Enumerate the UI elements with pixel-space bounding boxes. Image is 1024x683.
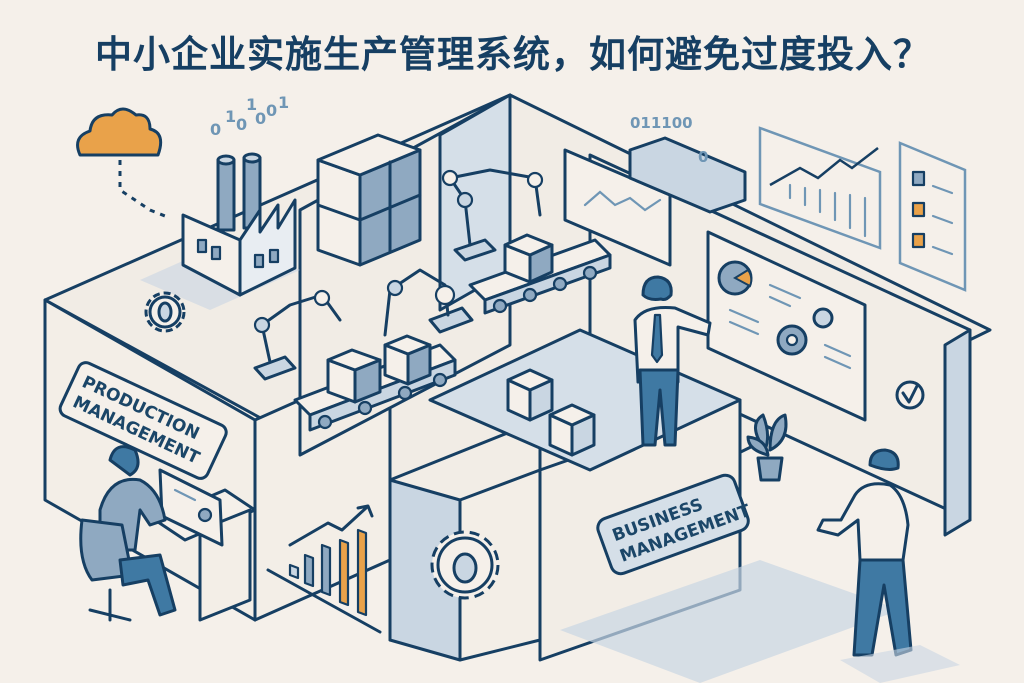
- checkmark-icon: [895, 380, 925, 410]
- gear-icon: [144, 291, 186, 333]
- dashboard-board: [706, 230, 867, 422]
- checklist-icon: [898, 141, 967, 292]
- page-title: 中小企业实施生产管理系统，如何避免过度投入？: [95, 33, 931, 76]
- svg-text:1: 1: [246, 95, 257, 114]
- svg-text:0: 0: [266, 101, 277, 120]
- robot-arm-icon: [253, 168, 612, 432]
- svg-text:0: 0: [236, 115, 247, 134]
- storage-boxes: [316, 133, 422, 267]
- factory-icon: 0 1 0 1 0 0 1: [181, 93, 297, 297]
- server-bits-2: 0: [698, 148, 708, 166]
- bar-chart-icon: [266, 504, 382, 634]
- gear-icon-large: [430, 530, 500, 600]
- worker-at-desk: [79, 445, 257, 622]
- svg-text:1: 1: [225, 107, 236, 126]
- observer-figure: [816, 448, 960, 683]
- svg-text:0: 0: [210, 120, 221, 139]
- svg-text:0: 0: [255, 109, 266, 128]
- trend-panel: [758, 126, 882, 250]
- pie-chart-icon: [717, 260, 753, 296]
- plant-icon: [746, 413, 788, 482]
- svg-text:1: 1: [278, 93, 289, 112]
- box-icon: [506, 368, 596, 457]
- cloud-icon: [76, 107, 171, 220]
- presenter-figure: [633, 275, 712, 447]
- server-bits: 011100: [630, 114, 693, 132]
- server-icon: 011100 0: [628, 114, 747, 214]
